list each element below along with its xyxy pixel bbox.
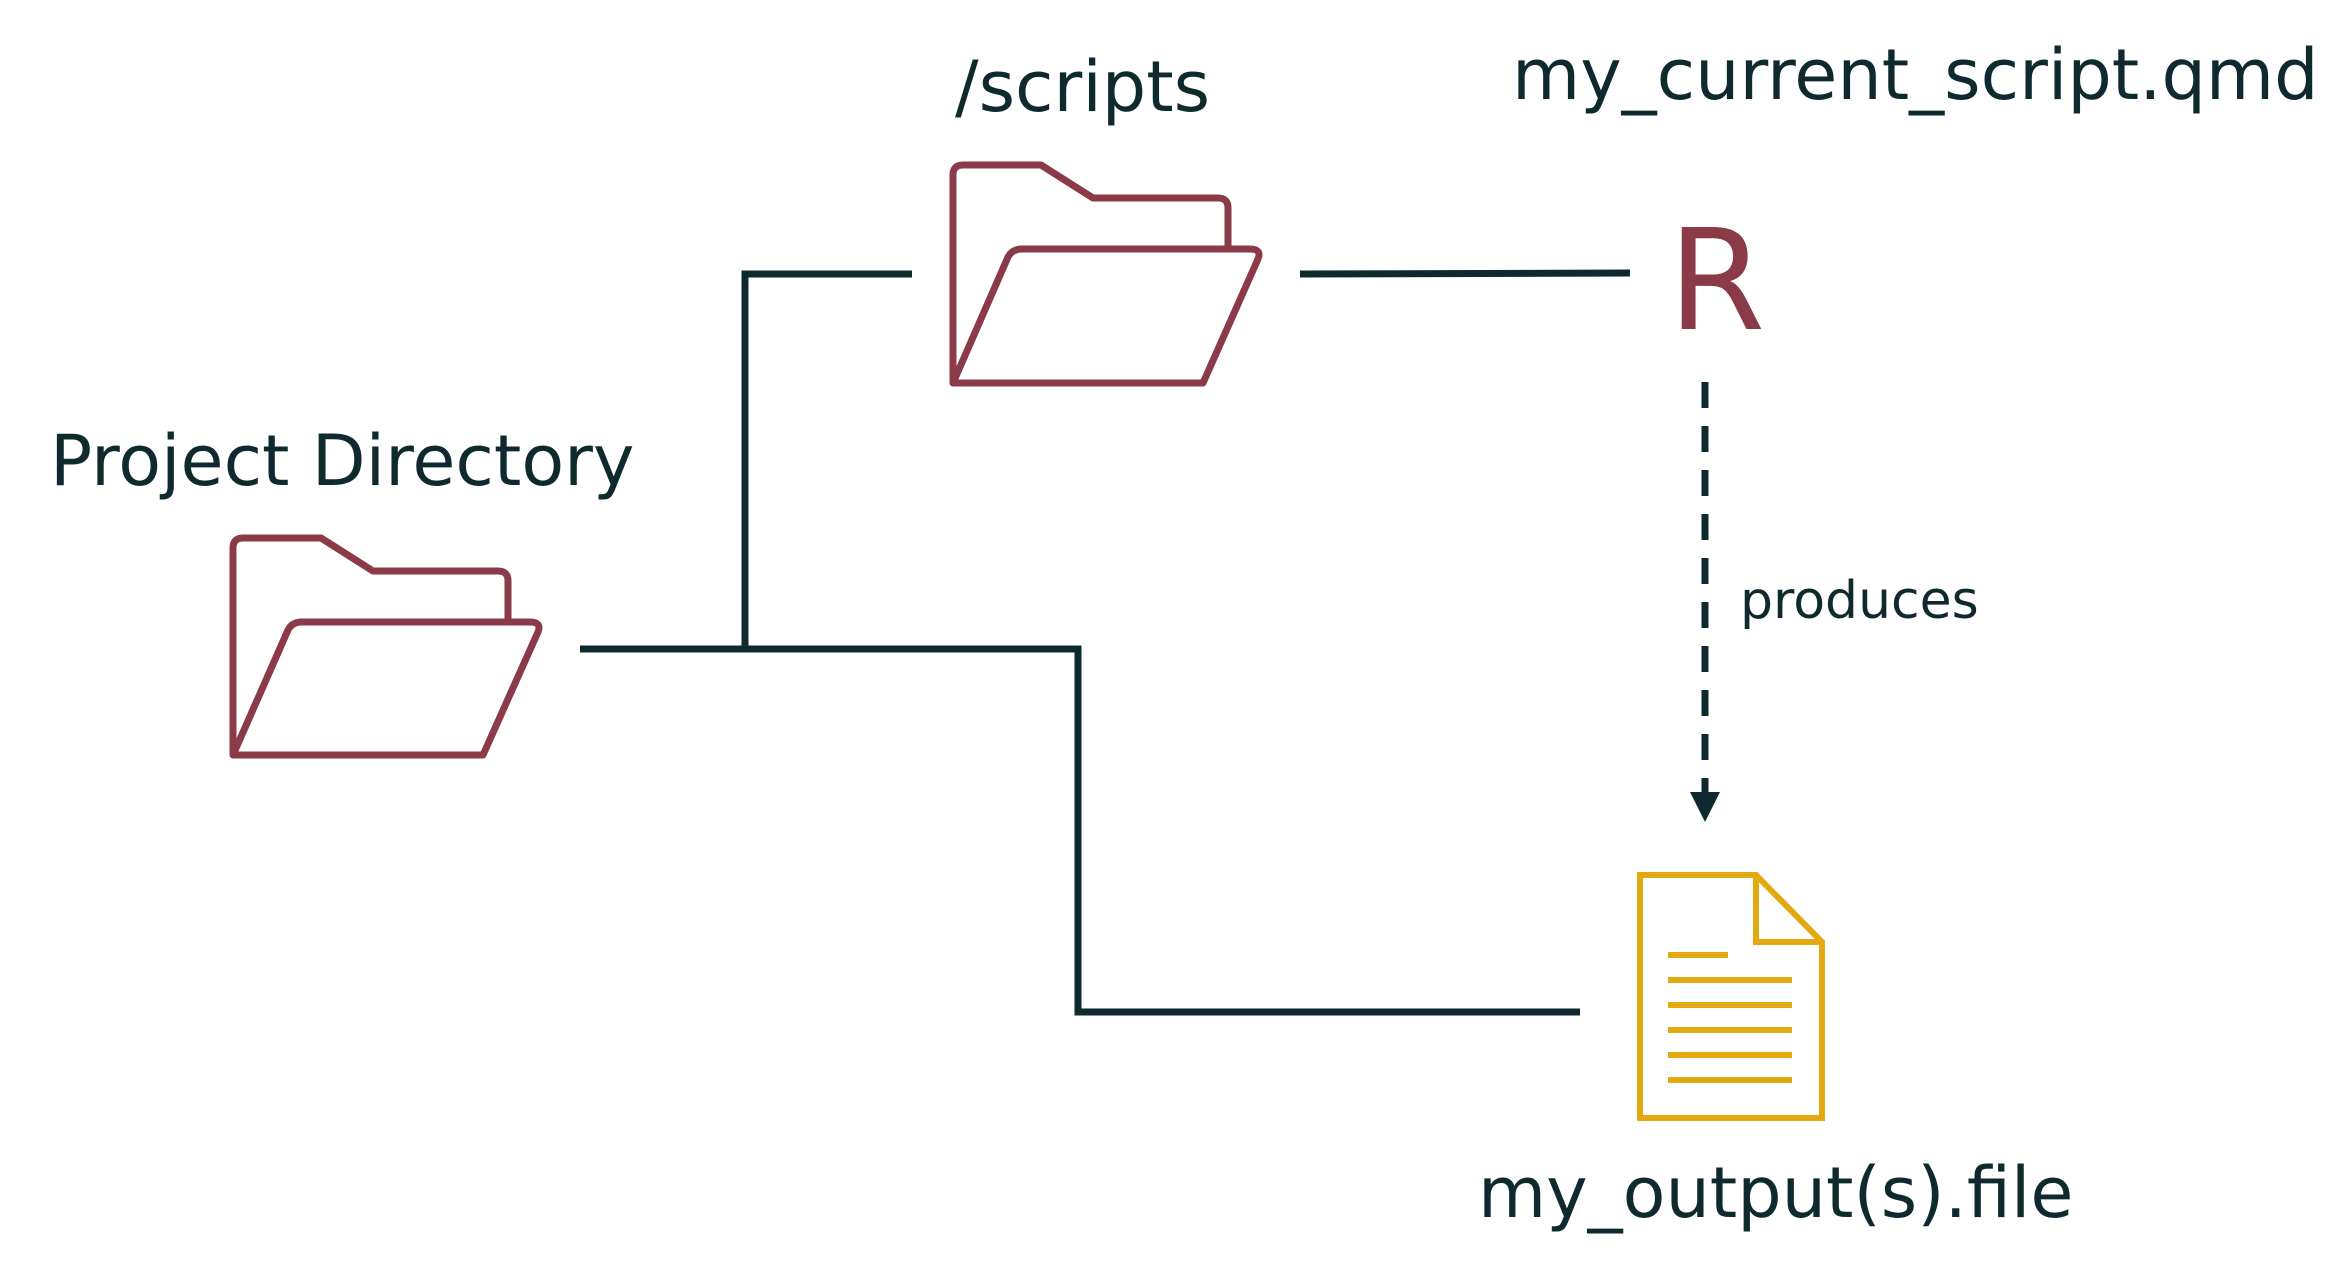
project-folder-icon xyxy=(229,534,543,759)
produces-arrow xyxy=(1690,382,1720,822)
connector-branch-to-output xyxy=(745,645,1580,1016)
project-directory-label: Project Directory xyxy=(50,420,635,502)
scripts-folder-label: /scripts xyxy=(955,46,1211,128)
connector-branch-to-scripts xyxy=(741,270,912,649)
connector-scripts-to-script xyxy=(1299,269,1631,278)
scripts-folder-icon xyxy=(949,161,1263,387)
produces-edge-label: produces xyxy=(1740,571,1979,631)
connectors xyxy=(580,269,1631,1016)
output-document-icon xyxy=(1637,872,1825,1121)
r-logo-icon: R xyxy=(1668,200,1766,363)
output-file-label: my_output(s).file xyxy=(1478,1152,2074,1234)
script-file-label: my_current_script.qmd xyxy=(1512,34,2319,116)
produces-arrow-head xyxy=(1690,792,1720,822)
